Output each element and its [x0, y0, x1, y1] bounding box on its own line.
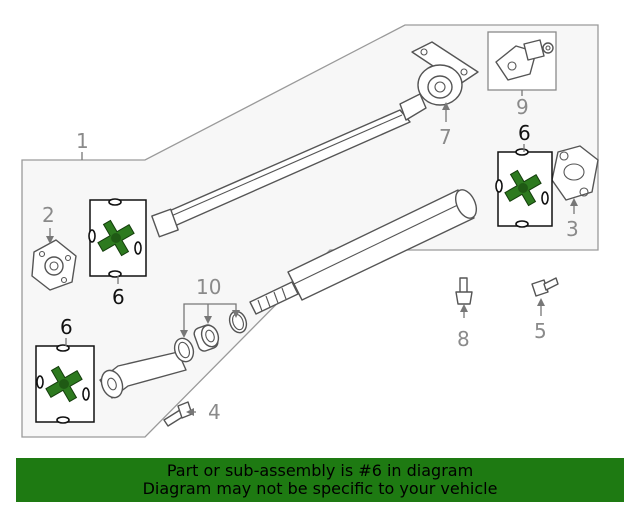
- callout-10: 10: [196, 275, 221, 299]
- flange-yoke[interactable]: [495, 39, 554, 81]
- bolt-8[interactable]: [455, 277, 473, 305]
- callout-9: 9: [516, 95, 529, 119]
- companion-flange[interactable]: [31, 239, 77, 291]
- banner-line-2: Diagram may not be specific to your vehi…: [142, 479, 498, 498]
- bolt-5[interactable]: [531, 277, 559, 297]
- callout-5: 5: [534, 319, 547, 343]
- callout-4: 4: [208, 400, 221, 424]
- callout-6-right: 6: [518, 121, 531, 145]
- callout-6-middle: 6: [112, 285, 125, 309]
- fitment-notice-banner: Part or sub-assembly is #6 in diagram Di…: [16, 458, 624, 502]
- parts-diagram: 1 7 9: [21, 24, 599, 438]
- rear-driveshaft: [249, 189, 478, 315]
- callout-1: 1: [76, 129, 89, 153]
- callout-6-bottom: 6: [60, 315, 73, 339]
- callout-2: 2: [42, 203, 55, 227]
- center-support-bearing[interactable]: [411, 41, 479, 106]
- front-driveshaft: [151, 93, 427, 238]
- callout-7: 7: [439, 125, 452, 149]
- callout-8: 8: [457, 327, 470, 351]
- rear-yoke[interactable]: [551, 145, 599, 201]
- callout-10-leader: [183, 303, 237, 334]
- banner-line-1: Part or sub-assembly is #6 in diagram: [166, 461, 474, 480]
- slip-yoke[interactable]: [98, 351, 187, 401]
- callout-3: 3: [566, 217, 579, 241]
- bearing-rings[interactable]: [171, 309, 249, 364]
- shaft-assembly-panel: [21, 24, 599, 438]
